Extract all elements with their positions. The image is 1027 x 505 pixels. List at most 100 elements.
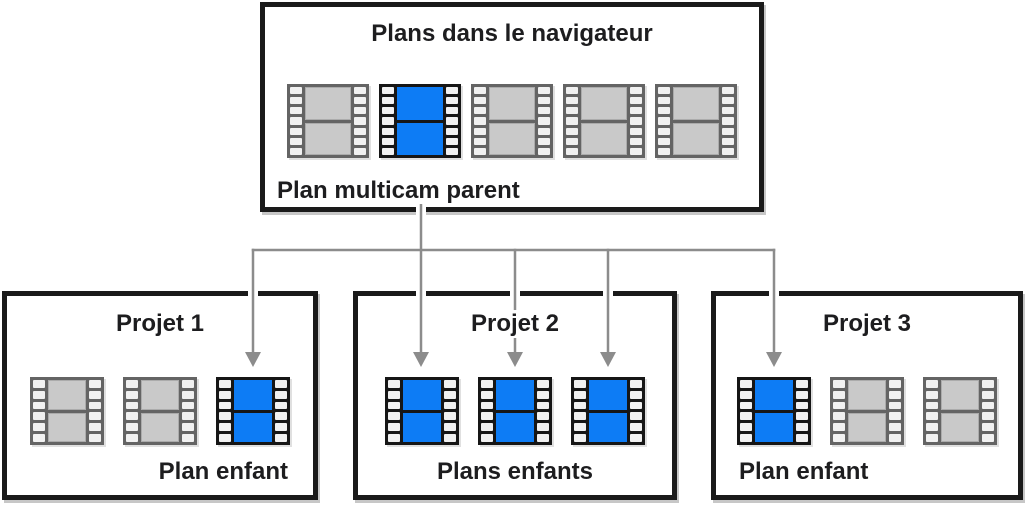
film-frame	[489, 122, 535, 155]
sprocket-hole	[388, 380, 400, 388]
sprocket-hole	[630, 380, 642, 388]
sprocket-hole	[444, 390, 456, 399]
browser-clips-row	[265, 84, 759, 158]
project-1-label: Plan enfant	[7, 458, 313, 486]
project-2-title-text: Projet 2	[462, 310, 568, 338]
sprocket-hole	[630, 87, 642, 95]
sprocket-hole	[446, 107, 458, 115]
sprocket-hole	[354, 97, 366, 105]
sprocket-hole	[926, 380, 938, 388]
sprocket-hole	[382, 147, 394, 155]
film-frame	[589, 380, 627, 410]
sprocket-hole	[275, 423, 287, 432]
film-frame	[755, 412, 793, 442]
sprocket-hole	[446, 137, 458, 145]
sprocket-hole	[658, 147, 670, 155]
sprocket-hole	[219, 434, 231, 442]
sprocket-holes	[574, 380, 586, 442]
sprocket-hole	[481, 390, 493, 399]
sprocket-hole	[658, 107, 670, 115]
filmstrip-icon-blue	[216, 377, 290, 445]
project-2-label-text: Plans enfants	[434, 458, 596, 485]
sprocket-holes	[290, 87, 302, 155]
sprocket-holes	[444, 380, 456, 442]
sprocket-hole	[982, 434, 994, 442]
sprocket-hole	[926, 390, 938, 399]
sprocket-hole	[33, 380, 45, 388]
sprocket-hole	[658, 117, 670, 125]
sprocket-hole	[796, 380, 808, 388]
sprocket-hole	[833, 434, 845, 442]
sprocket-hole	[354, 87, 366, 95]
sprocket-hole	[566, 127, 578, 135]
project-2-title: Projet 2	[358, 310, 672, 338]
film-frames	[48, 380, 86, 442]
sprocket-hole	[388, 390, 400, 399]
film-frames	[403, 380, 441, 442]
film-frame	[941, 380, 979, 410]
sprocket-hole	[474, 97, 486, 105]
sprocket-hole	[833, 401, 845, 410]
sprocket-hole	[926, 423, 938, 432]
sprocket-hole	[89, 412, 101, 421]
sprocket-holes	[538, 87, 550, 155]
sprocket-hole	[833, 423, 845, 432]
sprocket-hole	[354, 127, 366, 135]
sprocket-hole	[537, 390, 549, 399]
sprocket-hole	[388, 434, 400, 442]
sprocket-hole	[889, 401, 901, 410]
project-1-box: Projet 1 Plan enfant	[2, 291, 318, 500]
film-frame	[673, 87, 719, 120]
sprocket-hole	[382, 87, 394, 95]
sprocket-hole	[382, 127, 394, 135]
sprocket-hole	[481, 412, 493, 421]
sprocket-hole	[182, 434, 194, 442]
film-frame	[496, 412, 534, 442]
sprocket-hole	[126, 423, 138, 432]
sprocket-hole	[566, 87, 578, 95]
sprocket-hole	[290, 107, 302, 115]
sprocket-hole	[574, 423, 586, 432]
sprocket-hole	[740, 423, 752, 432]
film-frame	[48, 412, 86, 442]
sprocket-hole	[566, 97, 578, 105]
sprocket-holes	[446, 87, 458, 155]
sprocket-hole	[833, 412, 845, 421]
sprocket-hole	[481, 423, 493, 432]
sprocket-hole	[290, 87, 302, 95]
sprocket-hole	[833, 380, 845, 388]
filmstrip-icon-blue	[571, 377, 645, 445]
sprocket-hole	[444, 401, 456, 410]
sprocket-hole	[481, 434, 493, 442]
film-frames	[234, 380, 272, 442]
sprocket-holes	[481, 380, 493, 442]
sprocket-hole	[982, 380, 994, 388]
sprocket-hole	[89, 390, 101, 399]
sprocket-hole	[33, 412, 45, 421]
sprocket-hole	[574, 434, 586, 442]
filmstrip-icon-blue	[385, 377, 459, 445]
sprocket-hole	[382, 97, 394, 105]
sprocket-hole	[126, 390, 138, 399]
sprocket-hole	[630, 434, 642, 442]
sprocket-hole	[630, 97, 642, 105]
sprocket-hole	[538, 127, 550, 135]
sprocket-hole	[658, 97, 670, 105]
project-3-clips-row	[716, 377, 1018, 445]
sprocket-hole	[33, 423, 45, 432]
sprocket-holes	[833, 380, 845, 442]
sprocket-hole	[219, 401, 231, 410]
sprocket-hole	[574, 380, 586, 388]
sprocket-holes	[126, 380, 138, 442]
sprocket-hole	[33, 434, 45, 442]
film-frame	[941, 412, 979, 442]
project-2-box: Projet 2 Plans enfants	[353, 291, 677, 500]
sprocket-hole	[982, 423, 994, 432]
sprocket-hole	[537, 380, 549, 388]
filmstrip-icon-gray	[471, 84, 553, 158]
sprocket-hole	[538, 147, 550, 155]
parent-clip-label-text: Plan multicam parent	[275, 177, 522, 204]
sprocket-hole	[382, 117, 394, 125]
sprocket-hole	[630, 127, 642, 135]
sprocket-hole	[796, 401, 808, 410]
